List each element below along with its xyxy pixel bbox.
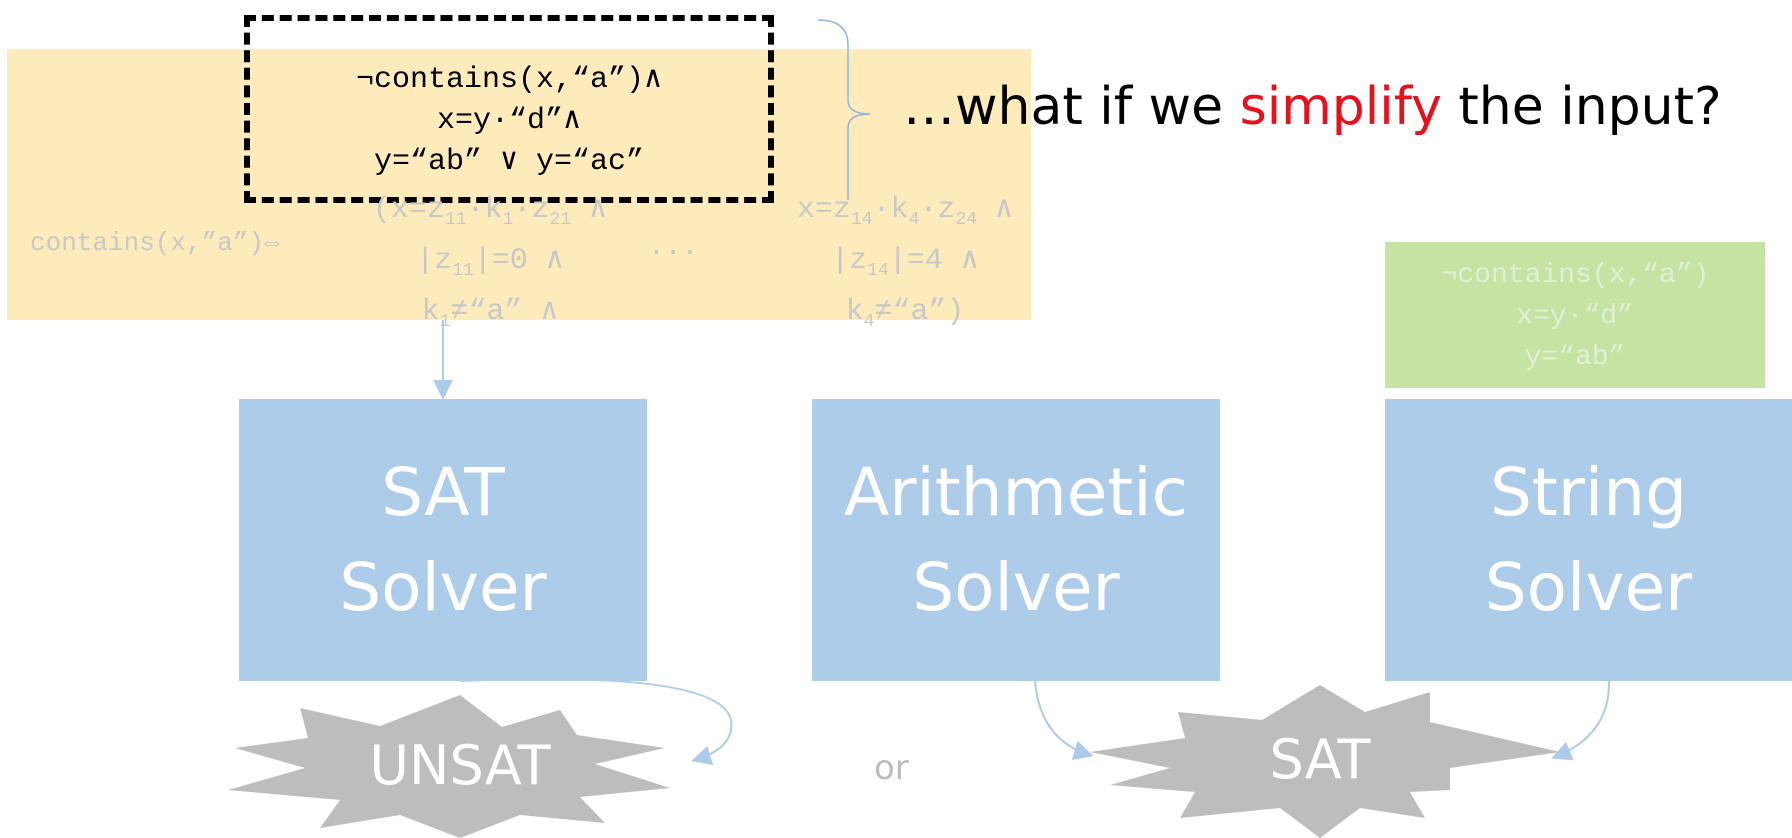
question-text: …what if we simplify the input? [903,77,1722,137]
expansion-band [7,49,1031,320]
simplified-line-3: y=“ab” [1524,342,1626,373]
col2-line-3: k4≠“a”) [845,295,965,332]
simplified-line-1: ¬contains(x,“a”) [1440,260,1710,291]
string-solver-line-1: String [1490,454,1687,531]
col2-line-1: x=z14·k4·z24 ∧ [796,193,1014,230]
question-highlight: simplify [1239,77,1442,137]
sat-burst [1090,685,1560,838]
simplified-formula-box [1385,242,1765,388]
col1-line-3: k1≠“a” ∧ [421,295,559,332]
formula-line-1: ¬contains(x,“a”)∧ [355,63,663,97]
col1-line-2: |z11|=0 ∧ [416,244,564,281]
expansion-column-2: x=z14·k4·z24 ∧ |z14|=4 ∧ k4≠“a”) [770,190,1040,343]
sat-solver-line-1: SAT [381,454,505,531]
col1-line-1: (x=z11·k1·z21 ∧ [372,193,608,230]
formula-line-2: x=y·“d”∧ [436,104,582,138]
question-prefix: …what if we [903,77,1240,137]
sat-label: SAT [1269,728,1371,791]
arith-to-sat-arrow [1034,680,1094,760]
formula-line-3: y=“ab” ∨ y=“ac” [373,145,645,179]
or-label: or [874,748,909,788]
brace-connector [817,19,871,200]
col2-line-2: |z14|=4 ∧ [831,244,979,281]
question-suffix: the input? [1441,77,1722,137]
arithmetic-solver-line-2: Solver [912,549,1120,626]
expansion-ellipsis: ... [648,232,699,263]
selected-formula-frame [244,15,774,203]
sat-solver-line-2: Solver [339,549,547,626]
simplified-formula: ¬contains(x,“a”) x=y·“d” y=“ab” [1385,255,1765,378]
sat-solver-box: SAT Solver [239,399,647,681]
string-to-sat-arrow [1551,680,1611,761]
arithmetic-solver-line-1: Arithmetic [844,454,1188,531]
selected-formula: ¬contains(x,“a”)∧ x=y·“d”∧ y=“ab” ∨ y=“a… [244,60,774,183]
unsat-burst [228,695,670,838]
simplified-line-2: x=y·“d” [1516,301,1634,332]
expansion-column-1: (x=z11·k1·z21 ∧ |z11|=0 ∧ k1≠“a” ∧ [355,190,625,343]
expansion-lhs: contains(x,”a”)⇔ [30,228,280,258]
unsat-label: UNSAT [369,734,551,797]
string-solver-line-2: Solver [1484,549,1693,626]
